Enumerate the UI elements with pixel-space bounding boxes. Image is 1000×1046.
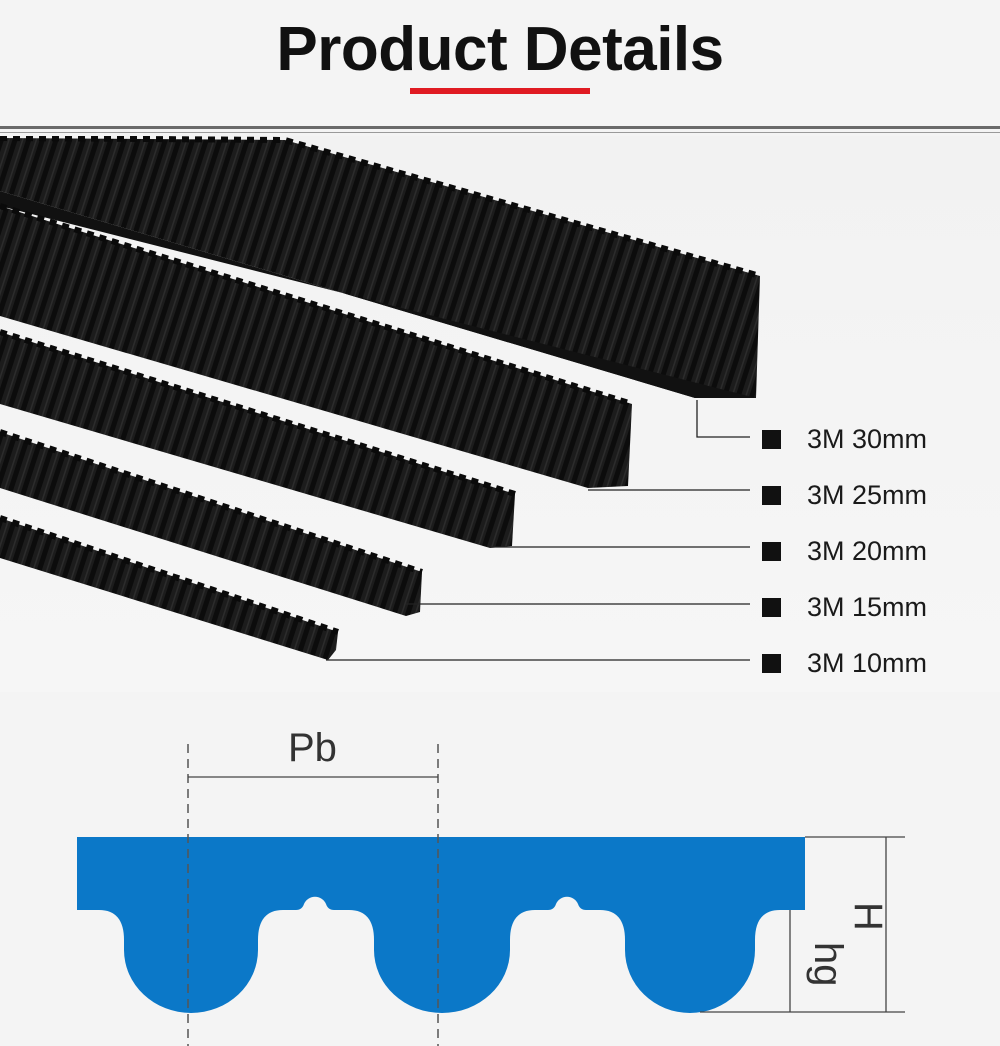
size-label-15mm: 3M 15mm [762, 592, 927, 622]
pitch-label: Pb [288, 726, 337, 770]
size-label-10mm: 3M 10mm [762, 648, 927, 678]
square-bullet-icon [762, 597, 781, 617]
belts-photo [0, 136, 1000, 692]
size-label-30mm: 3M 30mm [762, 424, 927, 454]
size-label-25mm: 3M 25mm [762, 480, 927, 510]
divider-line [0, 126, 1000, 129]
belt-20mm [0, 329, 516, 548]
belt-30mm [0, 136, 761, 398]
belts-illustration [0, 136, 761, 661]
pitch-guides [187, 744, 439, 1046]
square-bullet-icon [762, 541, 781, 561]
divider-line-thin [0, 132, 1000, 133]
tooth-profile-svg [77, 744, 905, 1046]
title-underline [410, 88, 590, 94]
belt-10mm [0, 515, 339, 660]
tooth-profile-diagram: Pb H hg [0, 692, 1000, 1046]
total-height-label: H [846, 902, 890, 931]
leader-lines [326, 400, 750, 661]
page-title: Product Details [276, 15, 724, 84]
height-dimension-lines [700, 836, 905, 1013]
belt-15mm [0, 429, 423, 616]
square-bullet-icon [762, 429, 781, 449]
square-bullet-icon [762, 653, 781, 673]
belt-25mm [0, 203, 633, 488]
square-bullet-icon [762, 485, 781, 505]
tooth-height-label: hg [806, 942, 850, 987]
belt-profile-shape [77, 837, 805, 1013]
size-label-20mm: 3M 20mm [762, 536, 927, 566]
